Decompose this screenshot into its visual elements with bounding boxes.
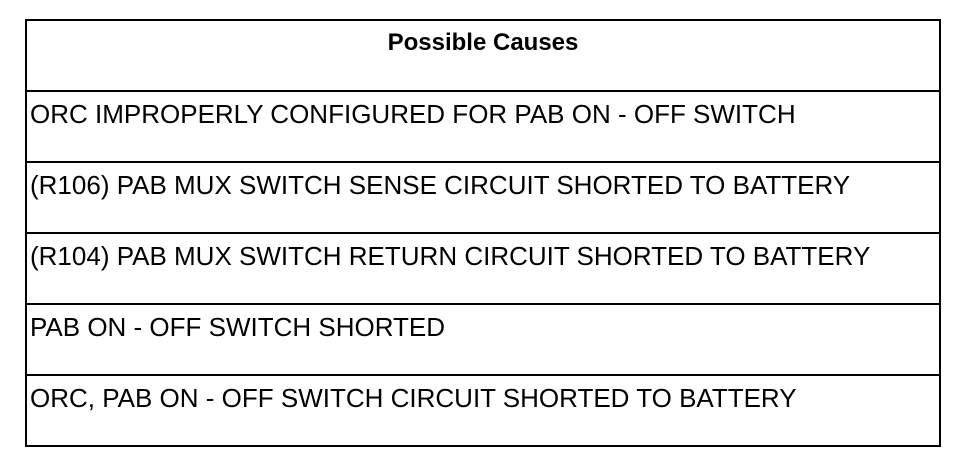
table-header: Possible Causes: [387, 29, 579, 56]
table-header-row: Possible Causes: [27, 21, 939, 92]
cause-text: PAB ON - OFF SWITCH SHORTED: [30, 312, 446, 342]
table-row: PAB ON - OFF SWITCH SHORTED: [27, 305, 939, 376]
cause-text: ORC, PAB ON - OFF SWITCH CIRCUIT SHORTED…: [30, 383, 797, 413]
table-row: (R104) PAB MUX SWITCH RETURN CIRCUIT SHO…: [27, 234, 939, 305]
cause-text: ORC IMPROPERLY CONFIGURED FOR PAB ON - O…: [30, 99, 796, 129]
cause-text: (R104) PAB MUX SWITCH RETURN CIRCUIT SHO…: [30, 241, 871, 271]
table-row: (R106) PAB MUX SWITCH SENSE CIRCUIT SHOR…: [27, 163, 939, 234]
cause-text: (R106) PAB MUX SWITCH SENSE CIRCUIT SHOR…: [30, 170, 851, 200]
table-row: ORC IMPROPERLY CONFIGURED FOR PAB ON - O…: [27, 92, 939, 163]
table-row: ORC, PAB ON - OFF SWITCH CIRCUIT SHORTED…: [27, 376, 939, 445]
possible-causes-table: Possible Causes ORC IMPROPERLY CONFIGURE…: [25, 19, 941, 447]
